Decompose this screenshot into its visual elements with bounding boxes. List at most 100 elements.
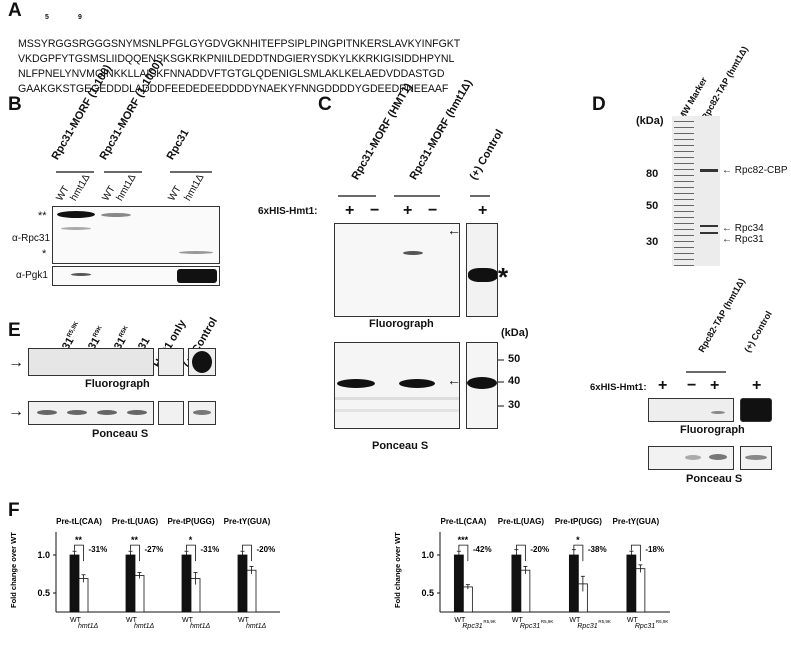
panel-b-lane-6: hmt1Δ xyxy=(182,172,207,203)
bar-wt xyxy=(69,554,80,613)
panel-d-band-rpc31: ← Rpc31 xyxy=(722,234,764,245)
percent-change: -31% xyxy=(201,545,220,554)
significance-stars: ** xyxy=(75,535,83,545)
y-tick-label: 1.0 xyxy=(37,550,50,560)
sequence-line-2: VKDGPFYTGSMSLIIDQQENSKSGKRKPNIILDEDDTNDG… xyxy=(18,53,455,65)
percent-change: -18% xyxy=(645,545,664,554)
sequence-line-3: NLFPNELYNVMGINKKLLAISKFNNADDVFTGTGLQDENI… xyxy=(18,68,445,80)
panel-d-ponceau-label: Ponceau S xyxy=(686,473,743,485)
category-label: Pre-tY(GUA) xyxy=(224,517,271,526)
panel-e-lane-3-sup: R5K xyxy=(118,325,130,339)
bar-mutant xyxy=(577,583,588,613)
panel-c-mw-50: 50 xyxy=(508,353,521,365)
panel-e-lane-1-sup: R5,9K xyxy=(66,320,81,339)
panel-d-band-rpc82-text: Rpc82-CBP xyxy=(734,165,788,176)
x-label-sup: R5,9K xyxy=(541,619,554,624)
bar-mutant xyxy=(520,569,531,613)
bar-wt xyxy=(125,554,136,613)
panel-b-lane-2: hmt1Δ xyxy=(68,172,93,203)
x-label-mutant: Rpc31 xyxy=(577,623,597,630)
panel-d-ponceau xyxy=(648,446,734,470)
x-label-wt: WT xyxy=(238,617,250,624)
panel-c-ponceau xyxy=(334,342,460,429)
bar-wt xyxy=(511,554,522,613)
x-label-mutant: Rpc31 xyxy=(462,623,482,630)
y-tick-label: 1.0 xyxy=(421,550,434,560)
bar-wt xyxy=(453,554,464,613)
significance-bracket xyxy=(74,544,84,562)
panel-e-ponceau xyxy=(28,401,154,425)
panel-d-mw-50: 50 xyxy=(646,200,659,212)
category-label: Pre-tL(CAA) xyxy=(440,517,486,526)
panel-b-lane-3: WT xyxy=(100,184,118,203)
bar-wt xyxy=(568,554,579,613)
significance-stars: *** xyxy=(458,535,469,545)
panel-e-fluorograph-label: Fluorograph xyxy=(85,378,150,390)
x-label-wt: WT xyxy=(454,617,466,624)
panel-c-sign-2: − xyxy=(370,202,380,219)
y-axis-label: Fold change over WT xyxy=(9,532,18,608)
panel-c-ponceau-label: Ponceau S xyxy=(372,440,429,452)
panel-e-arrow-1: → xyxy=(8,354,24,371)
panel-d-fluorograph-control xyxy=(740,398,772,422)
residue-9-label: 9 xyxy=(78,14,82,21)
category-label: Pre-tP(UGG) xyxy=(555,517,602,526)
panel-c-fluorograph xyxy=(334,223,460,317)
panel-c-sign-5: + xyxy=(478,202,488,219)
panel-e-ponceau-control xyxy=(188,401,216,425)
panel-f-letter: F xyxy=(8,500,20,521)
percent-change: -38% xyxy=(588,545,607,554)
panel-d-mw-80: 80 xyxy=(646,168,659,180)
panel-e-fluorograph-control xyxy=(188,348,216,376)
panel-d-ponceau-control xyxy=(740,446,772,470)
significance-bracket xyxy=(515,544,526,562)
panel-b-lane-1: WT xyxy=(54,184,72,203)
percent-change: -31% xyxy=(89,545,108,554)
panel-c-arrow-1: ← xyxy=(447,222,461,238)
panel-c-his-label: 6xHIS-Hmt1: xyxy=(258,206,318,217)
panel-e-ponceau-hmt1 xyxy=(158,401,184,425)
y-tick-label: 0.5 xyxy=(37,588,50,598)
x-label-wt: WT xyxy=(627,617,639,624)
panel-c-sign-3: + xyxy=(403,202,413,219)
x-label-mutant: Rpc31 xyxy=(635,623,655,630)
significance-bracket xyxy=(186,544,196,562)
percent-change: -42% xyxy=(473,545,492,554)
significance-stars: * xyxy=(576,535,580,545)
panel-b-single-star: * xyxy=(42,248,47,260)
sequence-line-4: GAAKGKSTGEGEDDDLADDDFEEDEDEEDDDDYNAEKYFN… xyxy=(18,83,449,95)
category-label: Pre-tY(GUA) xyxy=(613,517,660,526)
panel-b-lane-4: hmt1Δ xyxy=(114,172,139,203)
panel-d-gel xyxy=(672,116,720,266)
panel-e-arrow-2: → xyxy=(8,403,24,420)
x-label-mutant: hmt1Δ xyxy=(190,623,211,630)
category-label: Pre-tL(UAG) xyxy=(498,517,545,526)
panel-c-fluorograph-label: Fluorograph xyxy=(369,318,434,330)
panel-b-row2-label: α-Pgk1 xyxy=(16,270,48,281)
panel-c-asterisk: * xyxy=(498,262,509,292)
panel-d-band-rpc34-text: Rpc34 xyxy=(734,223,764,234)
panel-d-group-tap: Rpc82-TAP (hmt1Δ) xyxy=(696,276,747,354)
bar-mutant xyxy=(462,586,473,613)
panel-e-lane-2-sup: R9K xyxy=(92,325,104,339)
panel-b-letter: B xyxy=(8,94,22,115)
x-label-mutant: Rpc31 xyxy=(520,623,540,630)
panel-c-group-3: (+) Control xyxy=(467,127,506,182)
panel-c-mw-30: 30 xyxy=(508,399,521,411)
category-label: Pre-tL(CAA) xyxy=(56,517,102,526)
bar-mutant xyxy=(190,578,201,613)
significance-bracket xyxy=(630,544,641,562)
y-tick-label: 0.5 xyxy=(421,588,434,598)
bar-wt xyxy=(237,554,248,613)
panel-c-sign-4: − xyxy=(428,202,438,219)
x-label-sup: R5,9K xyxy=(483,619,496,624)
x-label-wt: WT xyxy=(126,617,138,624)
panel-d-his-label: 6xHIS-Hmt1: xyxy=(590,382,647,393)
panel-d-sign-1: + xyxy=(658,377,668,394)
panel-d-kda-label: (kDa) xyxy=(636,115,664,127)
significance-bracket xyxy=(458,544,469,562)
bar-mutant xyxy=(246,569,257,613)
significance-bracket xyxy=(242,544,252,562)
x-label-mutant: hmt1Δ xyxy=(134,623,155,630)
panel-d-sign-2: − xyxy=(687,377,697,394)
